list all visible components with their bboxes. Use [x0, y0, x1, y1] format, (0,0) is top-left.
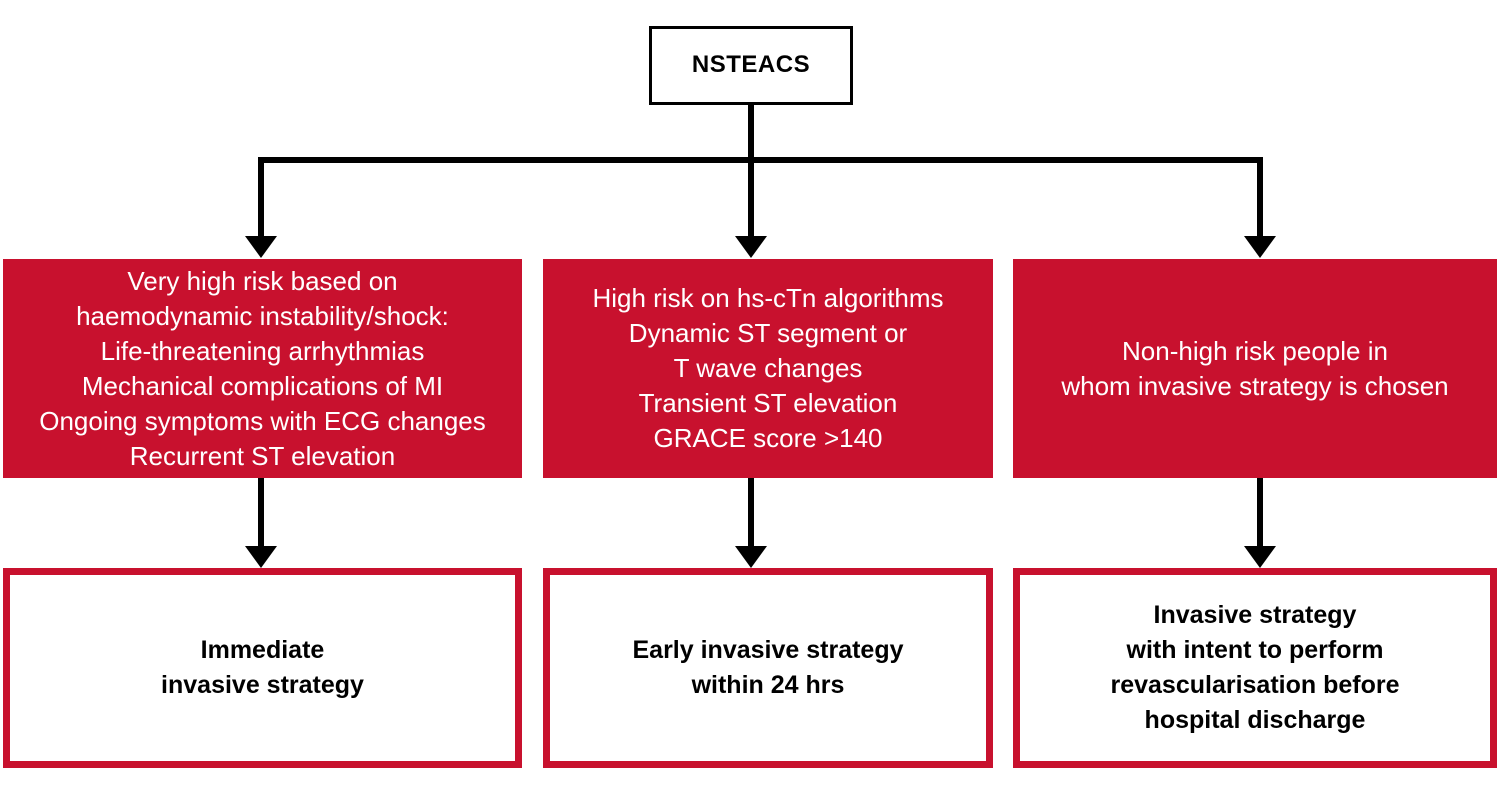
node-early-invasive-text: Early invasive strategy within 24 hrs [632, 636, 904, 699]
node-non-high-risk-text: Non-high risk people in whom invasive st… [1061, 335, 1449, 401]
arrowhead-middle-outcome [735, 546, 767, 568]
node-early-invasive: Early invasive strategy within 24 hrs [543, 568, 993, 768]
node-nsteacs-label: NSTEACS [691, 51, 811, 79]
arrowhead-branch-left [245, 236, 277, 258]
connector-branch-middle [748, 157, 754, 237]
node-very-high-risk: Very high risk based on haemodynamic ins… [3, 259, 522, 478]
node-very-high-risk-text: Very high risk based on haemodynamic ins… [39, 265, 486, 471]
arrowhead-branch-middle [735, 236, 767, 258]
connector-branch-bar [258, 157, 1263, 163]
connector-root-trunk [748, 105, 754, 163]
node-invasive-before-discharge-text: Invasive strategy with intent to perform… [1110, 601, 1400, 734]
connector-middle-outcome [748, 478, 754, 548]
node-invasive-before-discharge: Invasive strategy with intent to perform… [1013, 568, 1497, 768]
arrowhead-branch-right [1244, 236, 1276, 258]
node-immediate-invasive-text: Immediate invasive strategy [161, 636, 364, 699]
node-high-risk-text: High risk on hs-cTn algorithms Dynamic S… [592, 283, 944, 453]
node-nsteacs: NSTEACS [649, 26, 853, 105]
connector-right-outcome [1257, 478, 1263, 548]
connector-branch-left [258, 157, 264, 237]
arrowhead-left-outcome [245, 546, 277, 568]
arrowhead-right-outcome [1244, 546, 1276, 568]
connector-left-outcome [258, 478, 264, 548]
connector-branch-right [1257, 157, 1263, 237]
node-immediate-invasive: Immediate invasive strategy [3, 568, 522, 768]
node-non-high-risk: Non-high risk people in whom invasive st… [1013, 259, 1497, 478]
node-high-risk: High risk on hs-cTn algorithms Dynamic S… [543, 259, 993, 478]
